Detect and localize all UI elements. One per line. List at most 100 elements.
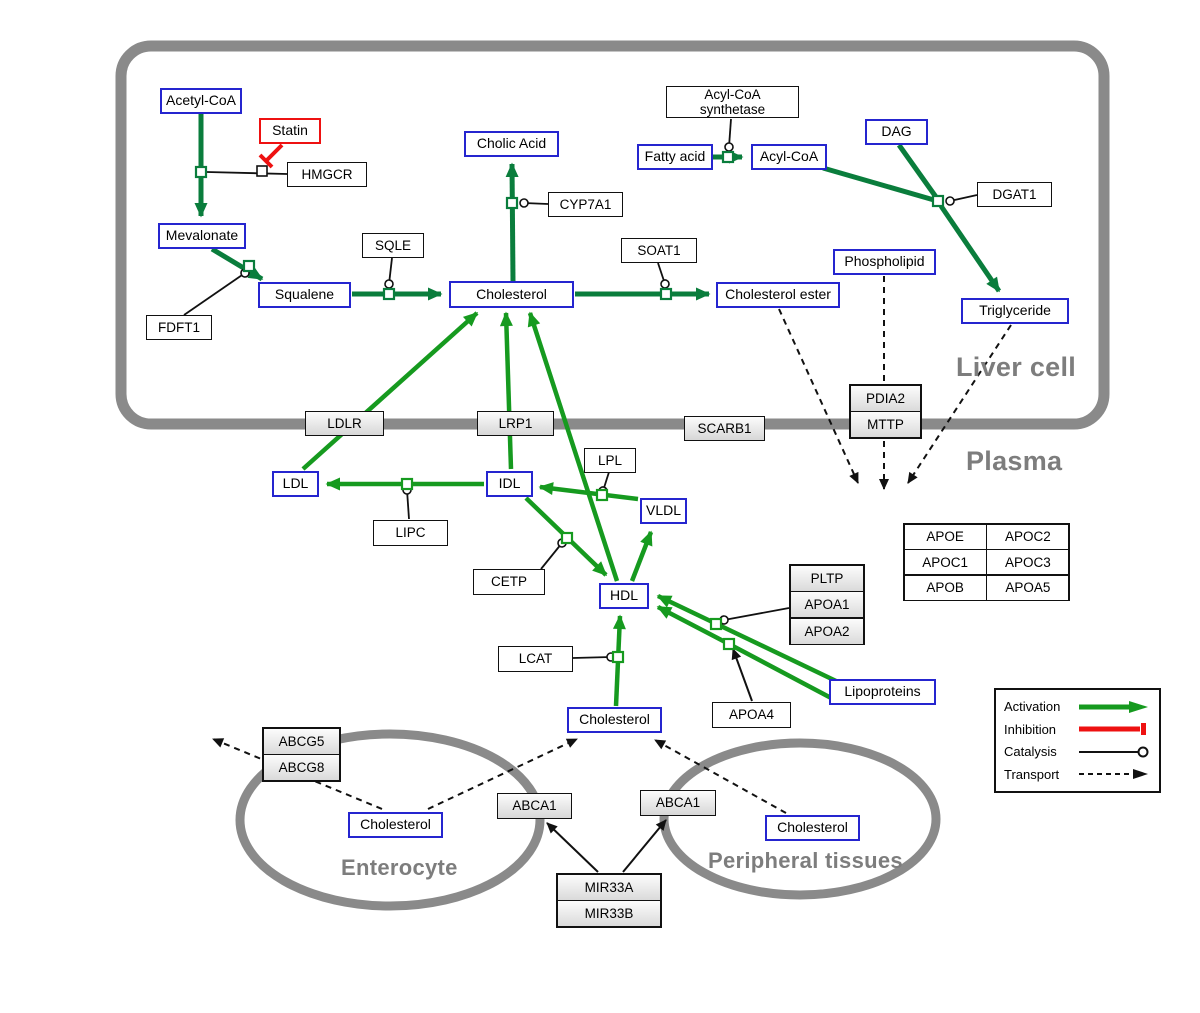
edge-dgatnode-to-triglyceride	[938, 204, 1002, 293]
node-cholesterol-enterocyte[interactable]: Cholesterol	[348, 812, 443, 838]
node-vldl[interactable]: VLDL	[640, 498, 687, 524]
legend-activation-label: Activation	[1004, 699, 1061, 715]
mir33-group: MIR33A MIR33B	[556, 873, 662, 928]
edge-cholesterol-to-cholicacid	[505, 162, 519, 282]
node-hmgcr[interactable]: HMGCR	[287, 162, 367, 187]
node-mir33a[interactable]: MIR33A	[557, 874, 661, 900]
edge-vldl-to-idl	[538, 482, 639, 502]
edge-hdl-to-vldl	[629, 530, 654, 582]
node-cholic-acid[interactable]: Cholic Acid	[464, 131, 559, 157]
pltp-apoa-group: PLTP APOA1 APOA2	[789, 564, 865, 646]
legend-row-inhibition: Inhibition	[1004, 721, 1151, 737]
node-abcg5[interactable]: ABCG5	[263, 728, 340, 754]
node-cholesterol-plasma[interactable]: Cholesterol	[567, 707, 662, 733]
edge-hdl-to-liver-cholesterol	[527, 311, 620, 582]
node-cyp7a1[interactable]: CYP7A1	[548, 192, 623, 217]
edge-mir33-to-abca1-right	[622, 819, 667, 873]
node-apoc2[interactable]: APOC2	[987, 524, 1069, 549]
edge-lcat-catalysis	[572, 652, 616, 662]
node-lrp1[interactable]: LRP1	[477, 411, 554, 436]
node-lipoproteins[interactable]: Lipoproteins	[829, 679, 936, 705]
node-idl[interactable]: IDL	[486, 471, 533, 497]
node-cholesterol-peripheral[interactable]: Cholesterol	[765, 815, 860, 841]
edge-statin-inhibition	[264, 143, 284, 163]
liver-cell-outline	[115, 40, 1110, 430]
node-abca1-right[interactable]: ABCA1	[640, 790, 716, 816]
node-apoa1[interactable]: APOA1	[790, 592, 864, 618]
node-apoc1[interactable]: APOC1	[904, 550, 986, 575]
node-mevalonate[interactable]: Mevalonate	[158, 223, 246, 249]
hmgcr-catalysis-anchor	[256, 165, 268, 177]
node-hdl[interactable]: HDL	[599, 583, 649, 609]
peripheral-tissues-outline	[659, 738, 941, 900]
node-cetp[interactable]: CETP	[473, 569, 545, 595]
edge-dag-to-dgat-node	[896, 143, 939, 199]
catalysis-circle-icon	[1079, 746, 1149, 758]
liver-cell-label: Liver cell	[956, 352, 1077, 382]
node-apoe[interactable]: APOE	[904, 524, 986, 549]
node-ldlr[interactable]: LDLR	[305, 411, 384, 436]
statin-inhibition-bar-icon	[258, 153, 274, 169]
node-apoa2[interactable]: APOA2	[790, 618, 864, 644]
node-squalene[interactable]: Squalene	[258, 282, 351, 308]
node-cholesterol-liver[interactable]: Cholesterol	[449, 281, 574, 308]
reaction-nodes	[194, 150, 945, 664]
edge-fdft1-catalysis	[183, 268, 250, 316]
node-sqle[interactable]: SQLE	[362, 233, 424, 258]
node-acyl-coa[interactable]: Acyl-CoA	[751, 144, 827, 170]
node-cholesterol-ester[interactable]: Cholesterol ester	[716, 282, 840, 308]
node-pdia2[interactable]: PDIA2	[850, 385, 921, 411]
legend-row-catalysis: Catalysis	[1004, 744, 1151, 760]
edge-idl-to-liver-cholesterol	[499, 311, 514, 470]
node-phospholipid[interactable]: Phospholipid	[833, 249, 936, 275]
pdia2-mttp-group: PDIA2 MTTP	[849, 384, 922, 439]
edge-cetp-catalysis	[540, 538, 567, 570]
edge-acylcoa-synthetase-catalysis	[724, 118, 734, 152]
edge-hmgcr-catalysis	[206, 171, 288, 175]
node-abcg8[interactable]: ABCG8	[263, 755, 340, 781]
edge-cholesterylester-secretion	[778, 308, 859, 484]
edge-ldl-to-liver-cholesterol	[301, 311, 479, 471]
node-pltp[interactable]: PLTP	[790, 565, 864, 591]
node-apoa5[interactable]: APOA5	[987, 575, 1069, 600]
node-mir33b[interactable]: MIR33B	[557, 901, 661, 927]
node-abca1-left[interactable]: ABCA1	[497, 793, 572, 819]
node-mttp[interactable]: MTTP	[850, 412, 921, 438]
node-acyl-coa-synthetase[interactable]: Acyl-CoA synthetase	[666, 86, 799, 118]
node-scarb1[interactable]: SCARB1	[684, 416, 765, 441]
abcg5-abcg8-group: ABCG5 ABCG8	[262, 727, 341, 782]
plasma-label: Plasma	[966, 446, 1063, 476]
legend-catalysis-label: Catalysis	[1004, 744, 1057, 760]
edge-apoa-group-catalysis	[719, 607, 790, 625]
node-lcat[interactable]: LCAT	[498, 646, 573, 672]
activation-arrow-icon	[1079, 700, 1148, 713]
edge-dgat1-catalysis	[945, 194, 978, 206]
node-dag[interactable]: DAG	[865, 119, 928, 145]
edge-apoa4-to-node	[731, 648, 753, 702]
legend: Activation Inhibition Catalysis Transpor…	[994, 688, 1161, 793]
node-lipc[interactable]: LIPC	[373, 520, 448, 546]
edge-sqle-catalysis	[384, 257, 394, 289]
enterocyte-label: Enterocyte	[341, 855, 458, 880]
node-fdft1[interactable]: FDFT1	[146, 315, 212, 340]
node-ldl[interactable]: LDL	[272, 471, 319, 497]
node-statin[interactable]: Statin	[259, 118, 321, 144]
transport-dashed-arrow-icon	[1079, 769, 1148, 780]
legend-row-activation: Activation	[1004, 699, 1151, 715]
node-fatty-acid[interactable]: Fatty acid	[637, 144, 713, 170]
node-triglyceride[interactable]: Triglyceride	[961, 298, 1069, 324]
edge-mevalonate-to-squalene	[210, 246, 264, 282]
edge-lipoproteins-to-hdl-upper	[656, 593, 837, 684]
node-apoa4[interactable]: APOA4	[712, 702, 791, 728]
edge-acylcoa-to-dgat-node	[822, 165, 935, 203]
node-lpl[interactable]: LPL	[584, 448, 636, 473]
node-soat1[interactable]: SOAT1	[621, 238, 697, 263]
legend-inhibition-label: Inhibition	[1004, 721, 1057, 737]
node-apoc3[interactable]: APOC3	[987, 550, 1069, 575]
node-dgat1[interactable]: DGAT1	[977, 182, 1052, 207]
node-acetyl-coa[interactable]: Acetyl-CoA	[160, 88, 242, 114]
node-apob[interactable]: APOB	[904, 575, 986, 600]
inhibition-bar-icon	[1079, 723, 1146, 736]
